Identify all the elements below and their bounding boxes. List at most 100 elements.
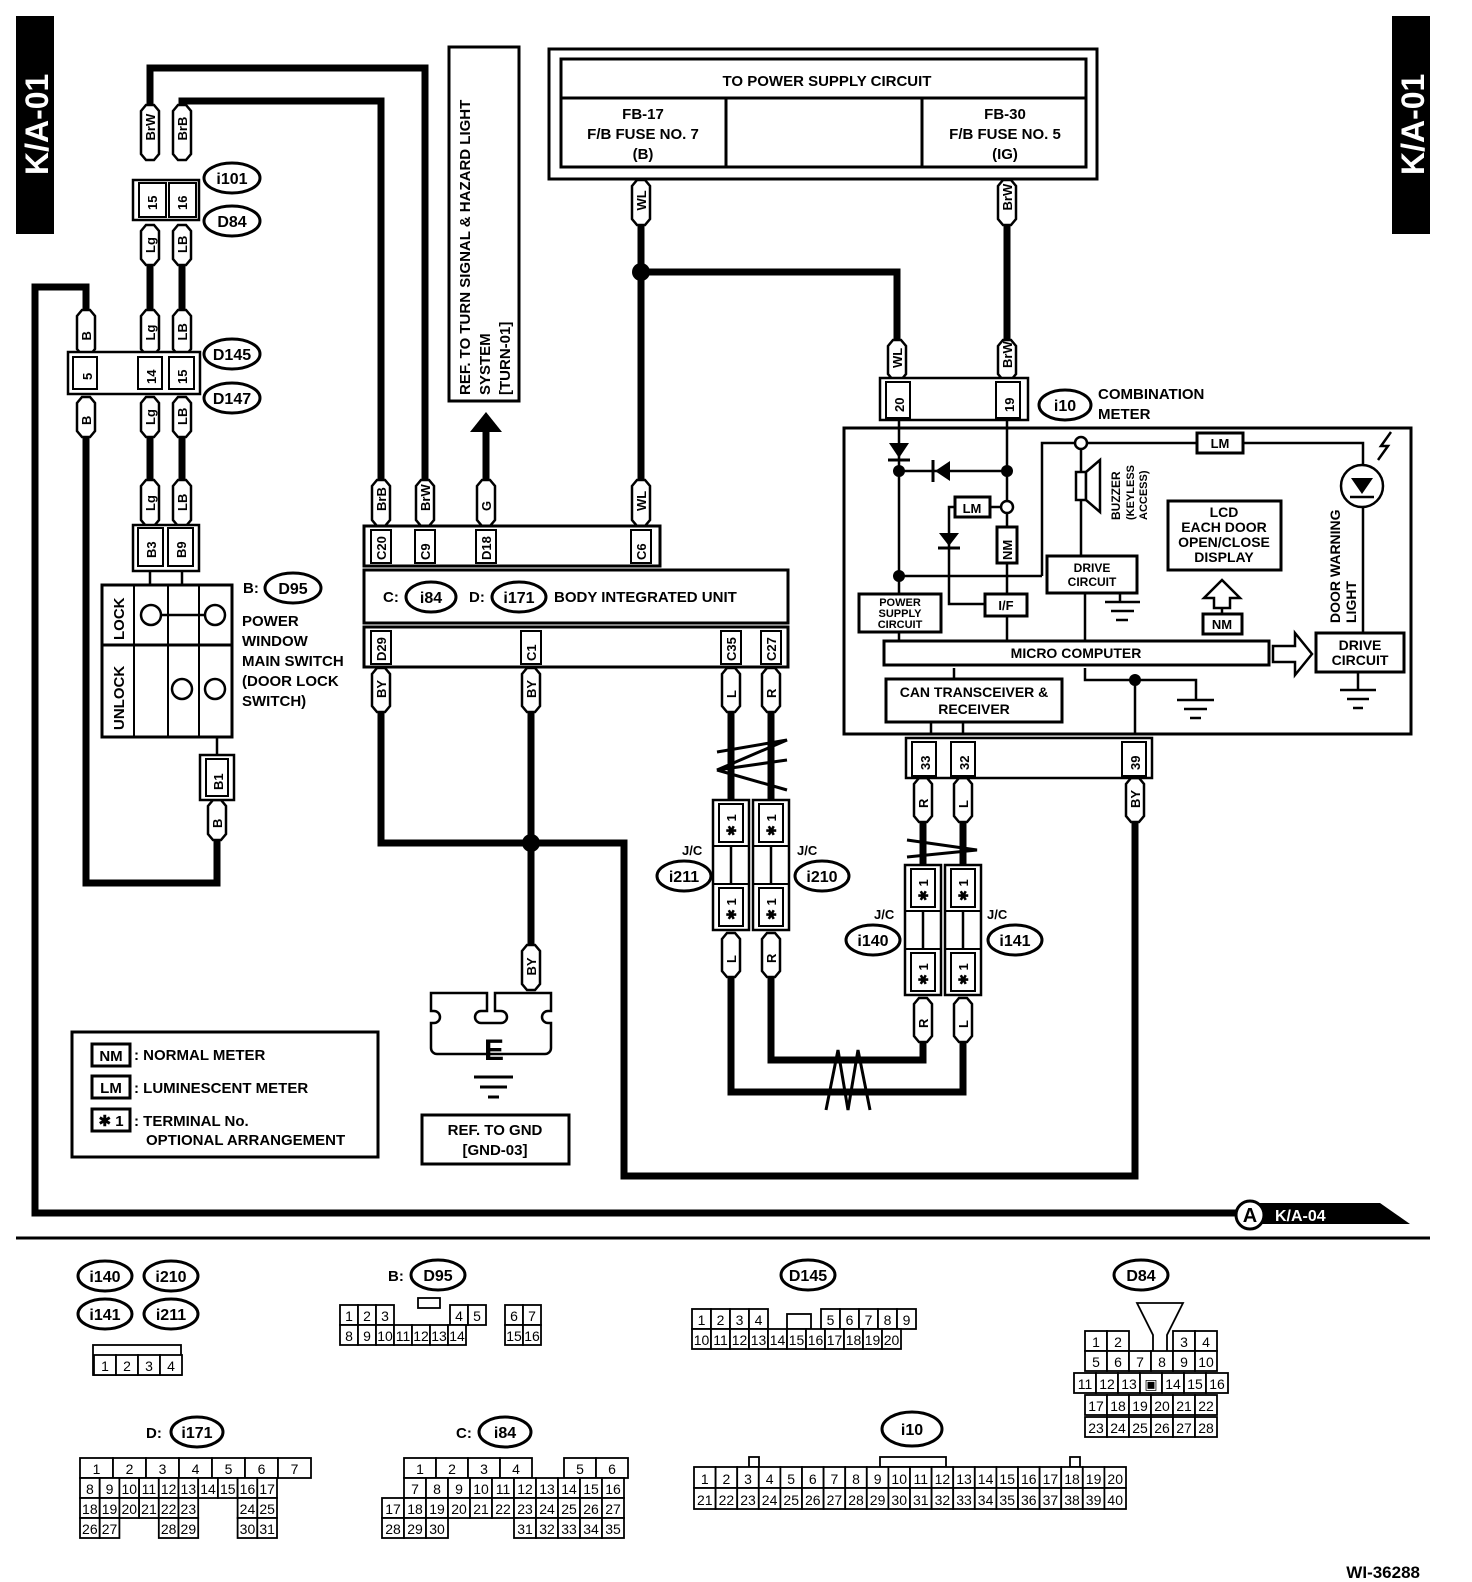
joint-connector: ✱ 1✱ 1 bbox=[711, 798, 751, 932]
wire-color-label: BY bbox=[1128, 790, 1143, 808]
pin-number: 21 bbox=[697, 1492, 713, 1508]
pin-number: 10 bbox=[694, 1332, 710, 1348]
pin-number: 14 bbox=[200, 1481, 216, 1497]
meter-title: COMBINATION bbox=[1098, 386, 1204, 403]
pin-number: 5 bbox=[787, 1471, 795, 1487]
terminal-cell bbox=[720, 630, 742, 665]
pin-16: 16 bbox=[175, 196, 190, 210]
diode-icon bbox=[889, 443, 909, 458]
ref-turn-line2: SYSTEM bbox=[477, 333, 494, 395]
door-warning-light-label-line2: LIGHT bbox=[1343, 581, 1359, 623]
wire-color-pill: L bbox=[720, 666, 742, 714]
wire-color-pill: LB bbox=[171, 478, 193, 528]
power-supply-circuit: POWER bbox=[879, 597, 921, 609]
pin-number: 18 bbox=[407, 1501, 423, 1517]
joint-connector: ✱ 1✱ 1 bbox=[751, 798, 791, 932]
nm-tag: NM bbox=[1212, 617, 1232, 632]
terminal-cell bbox=[475, 529, 497, 564]
connector-id: D145 bbox=[789, 1268, 827, 1285]
pin-number: 16 bbox=[1021, 1471, 1037, 1487]
pin-number: 17 bbox=[1043, 1471, 1059, 1487]
pin-number: 28 bbox=[385, 1521, 401, 1537]
power-supply-title: TO POWER SUPPLY CIRCUIT bbox=[723, 73, 932, 90]
pin-number: 1 bbox=[345, 1308, 353, 1324]
wire-color-pill: B bbox=[75, 395, 97, 439]
pin-number: 3 bbox=[480, 1461, 488, 1477]
pin-number: 26 bbox=[583, 1501, 599, 1517]
pin-number: 12 bbox=[1099, 1376, 1115, 1392]
wire-color-pill: R bbox=[912, 996, 934, 1044]
pin-number: 31 bbox=[259, 1521, 275, 1537]
wire-by-ground bbox=[377, 710, 1139, 1180]
terminal-label: D18 bbox=[479, 536, 494, 560]
continuation-ref: K/A-04 bbox=[1275, 1208, 1326, 1225]
pin-number: 28 bbox=[1198, 1420, 1214, 1436]
terminal-cell bbox=[520, 630, 542, 665]
pin-number: 3 bbox=[744, 1471, 752, 1487]
oval-i171: i171 bbox=[490, 580, 548, 614]
face-oval-i210: i210 bbox=[142, 1259, 200, 1293]
pin-number: 18 bbox=[846, 1332, 862, 1348]
pin-number: 21 bbox=[473, 1501, 489, 1517]
pin-number: 35 bbox=[999, 1492, 1015, 1508]
pin-number: 17 bbox=[259, 1481, 275, 1497]
wire-color-pill: LB bbox=[171, 223, 193, 267]
pin-number: 11 bbox=[142, 1481, 157, 1497]
ground-letter: E bbox=[484, 1034, 504, 1067]
pin-number: 27 bbox=[605, 1501, 621, 1517]
pin-number: 19 bbox=[429, 1501, 445, 1517]
pin-number: 11 bbox=[396, 1328, 411, 1344]
wire-color-pill: WL bbox=[886, 338, 908, 382]
wire-color-pill: R bbox=[912, 776, 934, 824]
pin-number: 21 bbox=[141, 1501, 157, 1517]
wire-color-label: LB bbox=[175, 408, 190, 425]
connector-id: i171 bbox=[181, 1425, 212, 1442]
ground-terminal-icon bbox=[429, 991, 553, 1056]
pin-number: 4 bbox=[167, 1358, 175, 1374]
pin-number: 32 bbox=[539, 1521, 555, 1537]
pin-number: 23 bbox=[740, 1492, 756, 1508]
pin-b9: B9 bbox=[174, 541, 189, 558]
wire-color-label: WL bbox=[890, 348, 905, 368]
pin-number: 7 bbox=[1136, 1354, 1144, 1370]
fuse-right-name: F/B FUSE NO. 5 bbox=[949, 126, 1061, 143]
wire-color-label: B bbox=[210, 819, 225, 828]
lcd-display-line3: OPEN/CLOSE bbox=[1178, 534, 1270, 550]
wire-color-label: BrW bbox=[1000, 183, 1015, 210]
wire-color-label: LB bbox=[175, 236, 190, 253]
wire-color-label: LB bbox=[175, 494, 190, 511]
pin-number: 19 bbox=[1132, 1398, 1148, 1414]
pin-number: 12 bbox=[935, 1471, 951, 1487]
pin-number: 9 bbox=[1180, 1354, 1188, 1370]
jc-label-i141: J/C bbox=[987, 907, 1008, 922]
legend: NM : NORMAL METER LM : LUMINESCENT METER… bbox=[70, 1030, 380, 1159]
terminal-label: C9 bbox=[418, 543, 433, 560]
drive-circuit-buzzer-line2: CIRCUIT bbox=[1068, 575, 1117, 589]
pin-33: 33 bbox=[918, 756, 933, 770]
pin-number: 16 bbox=[240, 1481, 256, 1497]
pin-number: 2 bbox=[723, 1471, 731, 1487]
legend-key-nm: NM bbox=[99, 1048, 122, 1065]
oval-d84: D84 bbox=[202, 204, 262, 238]
pin-number: 31 bbox=[913, 1492, 929, 1508]
connector-id: i10 bbox=[1054, 398, 1076, 415]
wire-color-label: BrW bbox=[143, 113, 158, 140]
oval-i210: i210 bbox=[793, 859, 851, 893]
wire-color-label: LB bbox=[175, 323, 190, 340]
pin-number: 7 bbox=[831, 1471, 839, 1487]
pin-number: 15 bbox=[789, 1332, 805, 1348]
lm-tag: LM bbox=[1211, 436, 1230, 451]
lm-tag: LM bbox=[963, 501, 982, 516]
pin-number: 19 bbox=[865, 1332, 881, 1348]
pin-number: 13 bbox=[751, 1332, 767, 1348]
pin-15: 15 bbox=[175, 370, 190, 384]
terminal-cell bbox=[370, 529, 392, 564]
connector-d145-d147: 5 14 15 bbox=[66, 350, 202, 396]
pin-number: 22 bbox=[161, 1501, 177, 1517]
prefix-c: C: bbox=[383, 589, 399, 606]
pin-number: 8 bbox=[884, 1312, 892, 1328]
